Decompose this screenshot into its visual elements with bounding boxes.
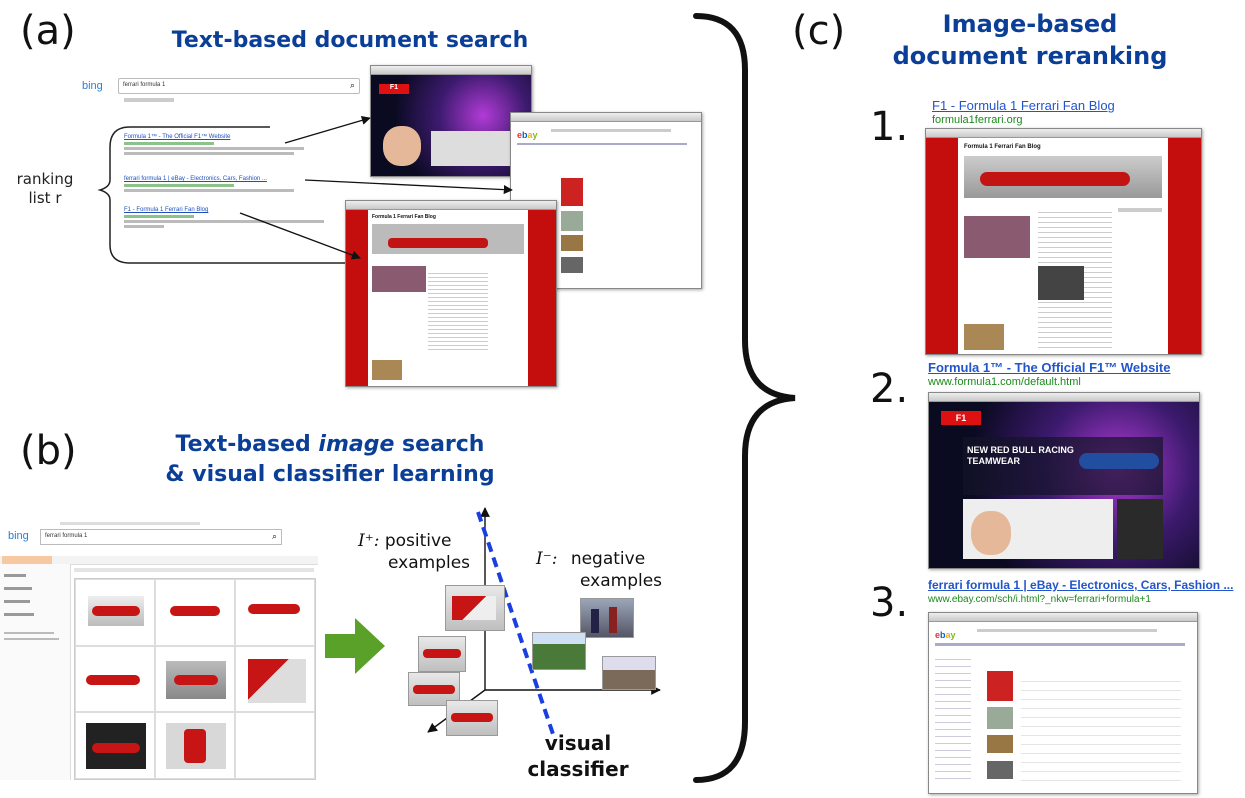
image-grid: [74, 578, 316, 780]
reranked-result-1-title[interactable]: F1 - Formula 1 Ferrari Fan Blog: [932, 98, 1115, 113]
reranked-result-2-url: www.formula1.com/default.html: [928, 376, 1081, 388]
negative-example: [602, 656, 656, 690]
panel-c-title: Image-based document reranking: [860, 8, 1200, 72]
ebay-thumbnail-c: ebay: [928, 612, 1198, 794]
serp-result-1[interactable]: Formula 1™ - The Official F1™ Website: [124, 134, 324, 155]
negative-example: [580, 598, 634, 638]
image-result[interactable]: [155, 712, 235, 779]
image-result[interactable]: [75, 645, 155, 713]
reranked-result-3-url: www.ebay.com/sch/i.html?_nkw=ferrari+for…: [928, 594, 1151, 605]
image-result[interactable]: [155, 645, 235, 713]
serp-search-box[interactable]: ferrari formula 1 ⌕: [118, 78, 360, 94]
image-result[interactable]: [235, 645, 315, 713]
rank-number: 1.: [870, 104, 909, 150]
positive-example: [445, 585, 505, 631]
blog-thumbnail-c: Formula 1 Ferrari Fan Blog: [925, 128, 1202, 355]
panel-c-letter: (c): [792, 8, 846, 54]
panel-b-title-pre: Text-based: [175, 432, 319, 457]
positive-label: I⁺: positive examples: [358, 530, 470, 574]
positive-example: [446, 700, 498, 736]
search-icon-b[interactable]: ⌕: [271, 531, 277, 541]
ranking-label-line-2: list r: [28, 189, 62, 207]
panel-a-title: Text-based document search: [171, 28, 529, 53]
reranked-result-3-title[interactable]: ferrari formula 1 | eBay - Electronics, …: [928, 578, 1234, 592]
serp-result-2-title[interactable]: ferrari formula 1 | eBay - Electronics, …: [124, 176, 267, 182]
panel-b-title-post: search: [394, 432, 485, 457]
panel-b-title-em: image: [318, 432, 395, 457]
curly-brace: [693, 13, 796, 783]
reranked-result-2-title[interactable]: Formula 1™ - The Official F1™ Website: [928, 360, 1171, 375]
f1-headline-line-2: TEAMWEAR: [967, 456, 1020, 466]
positive-example: [418, 636, 466, 672]
rank-number: 3.: [870, 580, 909, 626]
serp-search-query: ferrari formula 1: [123, 82, 166, 88]
serp-panel-a: bing ferrari formula 1 ⌕ Formula 1™ - Th…: [80, 72, 370, 262]
bing-logo-b: bing: [8, 530, 29, 542]
serp-result-1-title[interactable]: Formula 1™ - The Official F1™ Website: [124, 134, 231, 140]
ebay-logo-c: ebay: [935, 630, 956, 640]
image-result[interactable]: [75, 579, 155, 646]
image-search-query: ferrari formula 1: [45, 533, 88, 539]
f1-site-thumbnail-a: F1: [370, 65, 532, 177]
negative-label-line-2: examples: [580, 571, 663, 591]
bing-logo: bing: [82, 80, 103, 92]
positive-label-line-1: positive: [384, 531, 452, 551]
visual-classifier-line-2: classifier: [527, 757, 629, 781]
ranking-label-line-1: ranking: [16, 170, 74, 188]
panel-b-letter: (b): [20, 428, 77, 474]
rank-number: 2.: [870, 366, 909, 412]
blog-page-title-a: Formula 1 Ferrari Fan Blog: [372, 214, 436, 220]
f1-site-thumbnail-c: F1 NEW RED BULL RACING TEAMWEAR: [928, 392, 1200, 569]
f1-headline-line-1: NEW RED BULL RACING: [967, 445, 1074, 455]
panel-c-title-line-2: document reranking: [892, 42, 1168, 70]
panel-c-title-line-1: Image-based: [942, 10, 1118, 38]
negative-symbol: I⁻:: [536, 549, 558, 569]
ebay-logo: ebay: [517, 130, 538, 140]
serp-result-3[interactable]: F1 - Formula 1 Ferrari Fan Blog: [124, 207, 344, 228]
ranking-label: ranking list r: [5, 170, 85, 208]
serp-result-2[interactable]: ferrari formula 1 | eBay - Electronics, …: [124, 176, 324, 192]
negative-label: I⁻: negative examples: [536, 548, 662, 592]
image-result[interactable]: [235, 712, 315, 779]
panel-a-letter: (a): [20, 8, 76, 54]
search-icon[interactable]: ⌕: [349, 80, 355, 90]
panel-b-title: Text-based image search & visual classif…: [120, 430, 540, 490]
visual-classifier-line-1: visual: [544, 731, 612, 755]
visual-classifier-label: visual classifier: [518, 730, 638, 782]
green-arrow: [325, 618, 385, 674]
image-result[interactable]: [75, 712, 155, 779]
blog-thumbnail-a: Formula 1 Ferrari Fan Blog: [345, 200, 557, 387]
positive-symbol: I⁺:: [358, 531, 380, 551]
image-search-panel: bing ferrari formula 1 ⌕: [0, 518, 318, 780]
image-result[interactable]: [235, 579, 315, 646]
reranked-result-1-url: formula1ferrari.org: [932, 114, 1023, 126]
positive-label-line-2: examples: [388, 553, 471, 573]
f1-headline: NEW RED BULL RACING TEAMWEAR: [967, 445, 1074, 467]
serp-result-3-title[interactable]: F1 - Formula 1 Ferrari Fan Blog: [124, 207, 209, 213]
image-search-box[interactable]: ferrari formula 1 ⌕: [40, 529, 282, 545]
blog-page-title-c: Formula 1 Ferrari Fan Blog: [964, 144, 1041, 150]
negative-label-line-1: negative: [570, 549, 646, 569]
negative-example: [532, 632, 586, 670]
serp-result-count: [124, 98, 174, 102]
panel-b-title-line-2: & visual classifier learning: [165, 462, 495, 487]
image-result[interactable]: [155, 579, 235, 646]
